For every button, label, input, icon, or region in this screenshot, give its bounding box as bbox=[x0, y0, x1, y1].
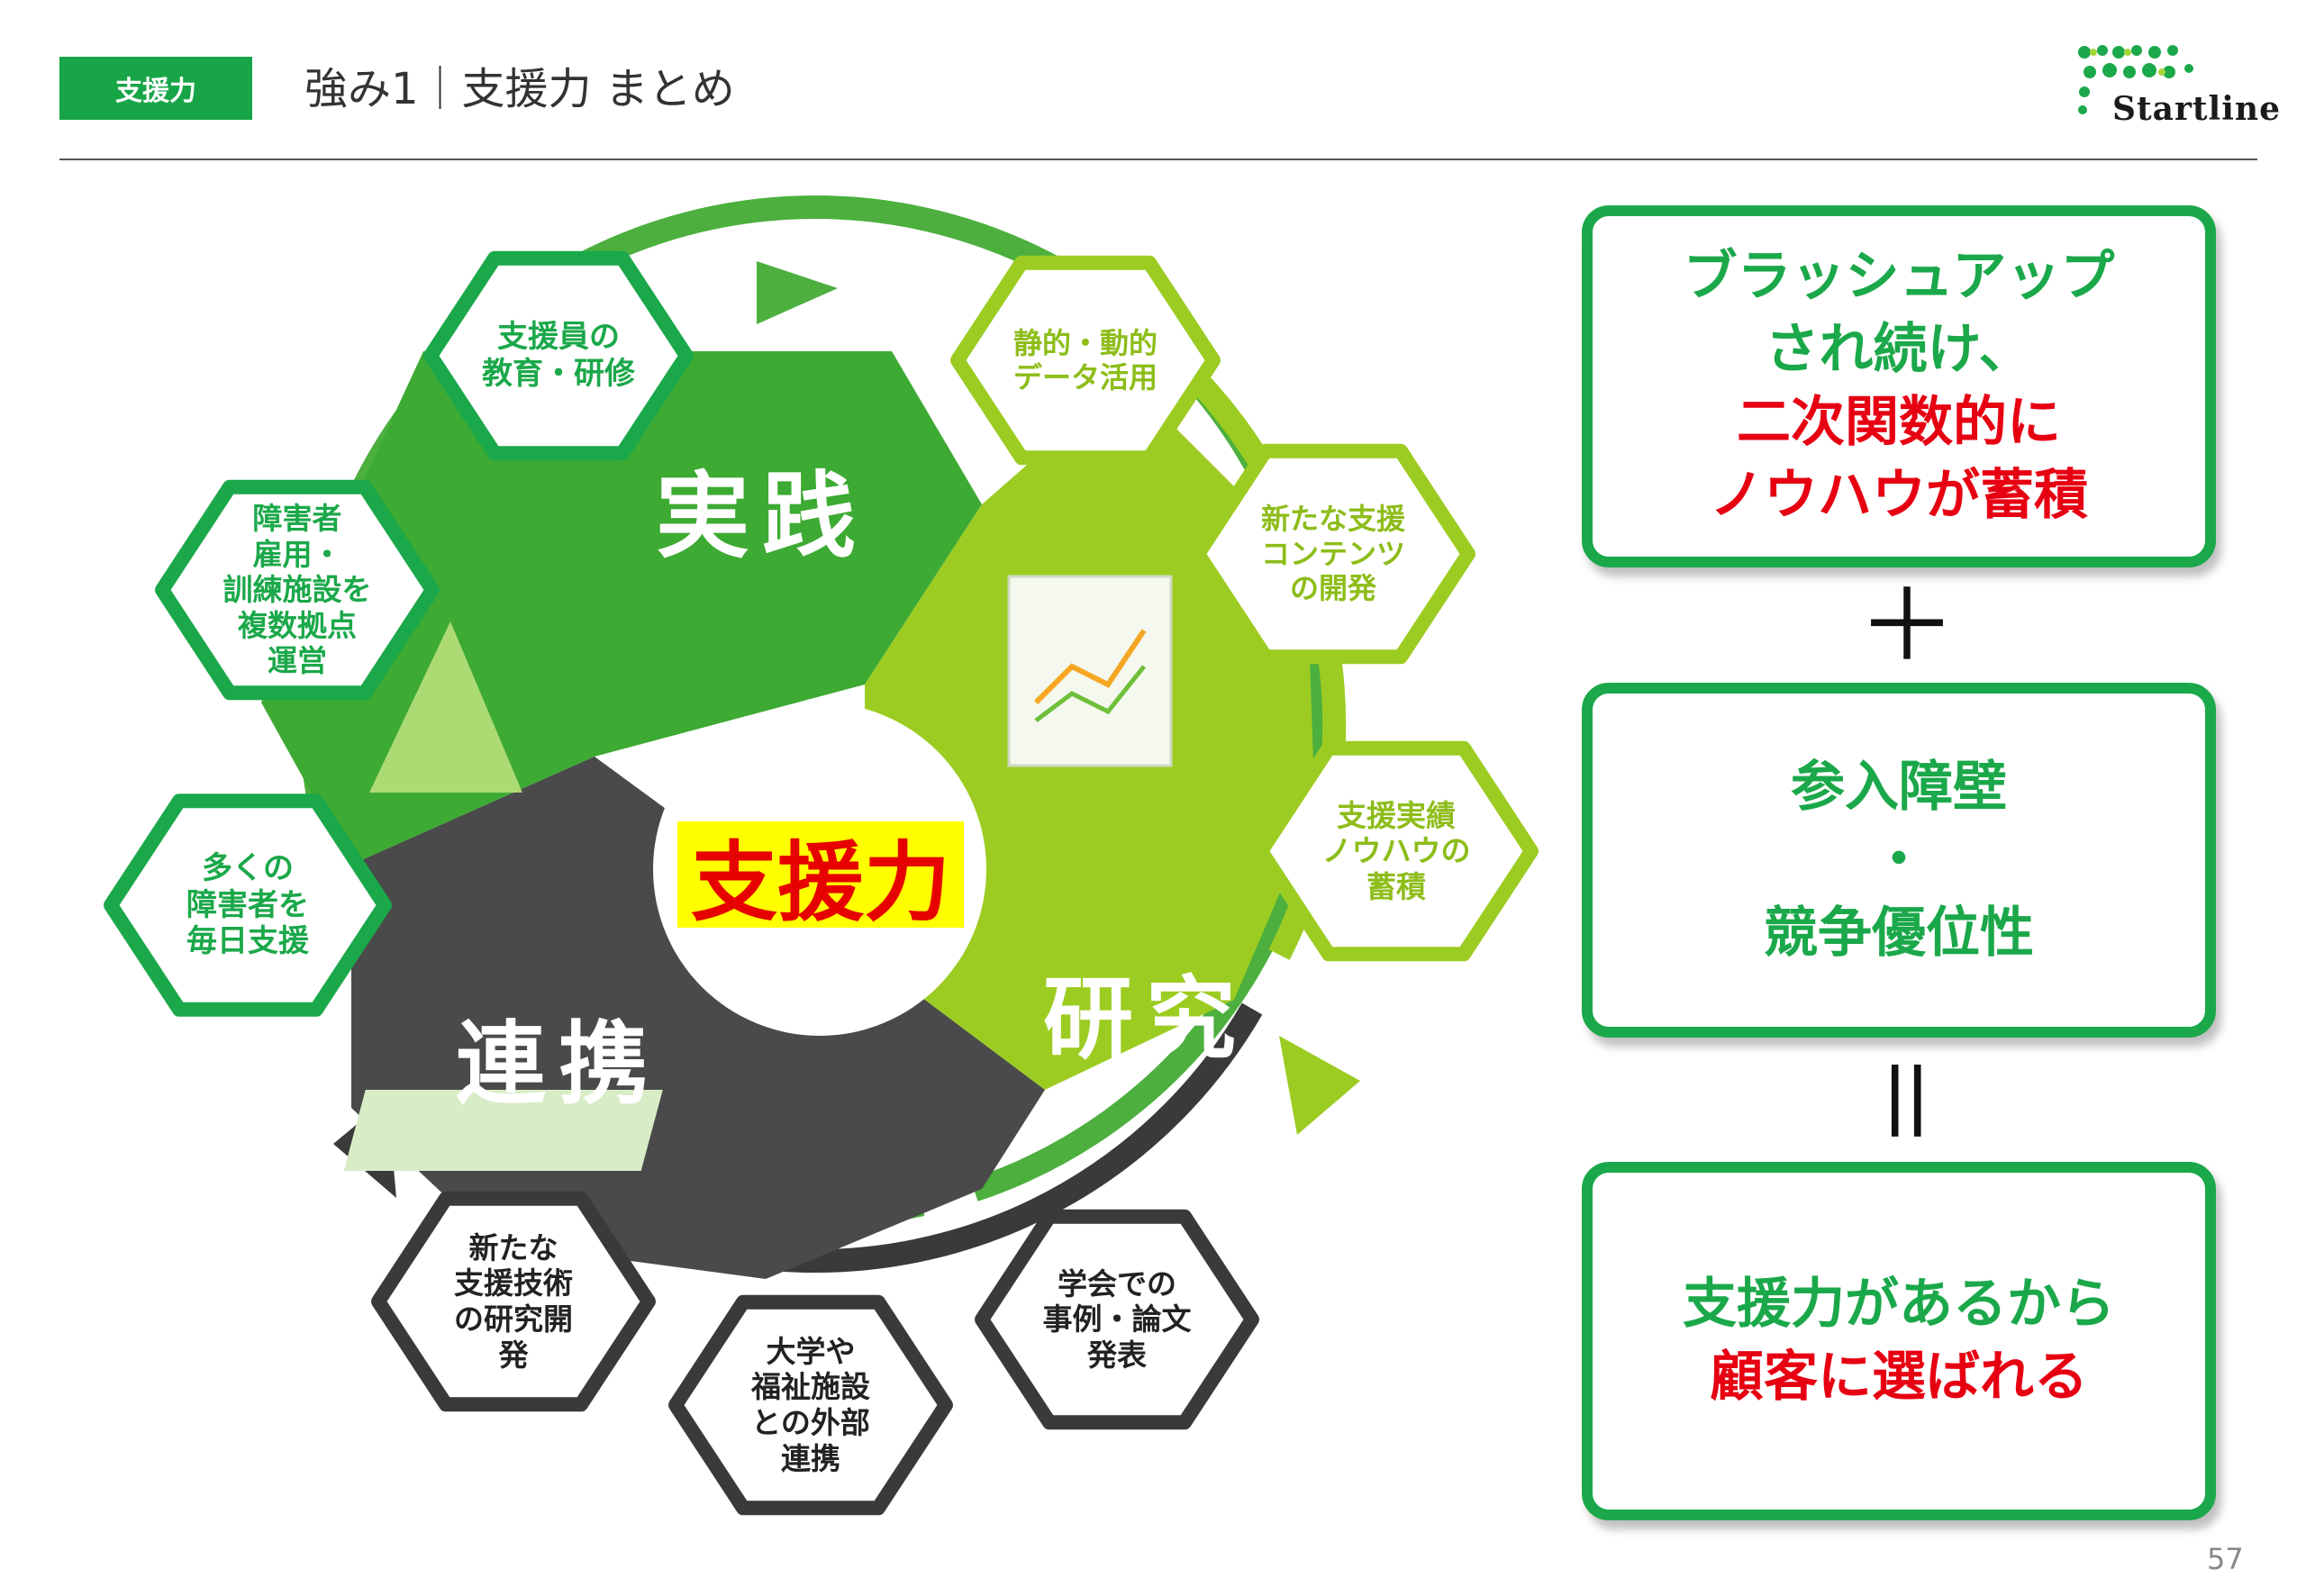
box1-line1: ブラッシュアップ bbox=[1683, 245, 2115, 308]
box3-line1: 支援力があるから bbox=[1683, 1273, 2115, 1336]
header-divider bbox=[59, 159, 2257, 160]
summary-box-know-how: ブラッシュアップ され続け、 二次関数的に ノウハウが蓄積 bbox=[1582, 205, 2216, 567]
desk-illustration bbox=[343, 1090, 663, 1171]
pyramid-illustration bbox=[369, 621, 522, 793]
box1-line4: ノウハウが蓄積 bbox=[1710, 464, 2088, 527]
hexagon-label-1: 支援員の 教育・研修 bbox=[481, 319, 635, 392]
hexagon-label-4: 静的・動的 データ活用 bbox=[1012, 325, 1158, 394]
summary-box-barrier: 参入障壁 ・ 競争優位性 bbox=[1582, 683, 2216, 1038]
hexagon-label-5: 新たな支援 コンテンツ の開発 bbox=[1260, 502, 1405, 606]
label-collaboration: 連携 bbox=[456, 1011, 661, 1117]
label-practice: 実践 bbox=[656, 461, 869, 571]
page-title: 強み1｜支援力 まとめ bbox=[304, 64, 735, 114]
hexagon-4 bbox=[950, 255, 1221, 466]
hexagon-label-3: 多くの 障害者を 毎日支援 bbox=[186, 849, 309, 960]
hexagon-5 bbox=[1191, 443, 1475, 665]
summary-box-chosen: 支援力があるから 顧客に選ばれる bbox=[1582, 1162, 2216, 1520]
hexagon-3 bbox=[104, 793, 392, 1017]
hexagon-label-6: 支援実績 ノウハウの 蓄積 bbox=[1321, 797, 1471, 904]
label-research: 研究 bbox=[1043, 966, 1248, 1072]
page-number: 57 bbox=[2207, 1542, 2244, 1576]
hexagon-label-7: 学会での 事例・論文 発表 bbox=[1042, 1265, 1192, 1373]
equals-sign: ＝ bbox=[1845, 1051, 1960, 1150]
support-cycle-diagram bbox=[104, 195, 1539, 1516]
hexagon-label-9: 新たな 支援技術 の研究開 発 bbox=[454, 1229, 573, 1373]
hexagon-6 bbox=[1254, 740, 1539, 962]
hexagon-1 bbox=[423, 250, 694, 461]
box3-line2: 顧客に選ばれる bbox=[1710, 1346, 2088, 1409]
chart-line bbox=[1033, 629, 1147, 705]
hexagon-9 bbox=[371, 1191, 656, 1412]
box1-line2: され続け、 bbox=[1765, 318, 2033, 381]
chart-line-2 bbox=[1034, 665, 1146, 722]
hexagon-2 bbox=[155, 479, 440, 701]
logo-wordmark: Startline bbox=[2112, 90, 2281, 128]
startline-logo-icon bbox=[2078, 45, 2193, 114]
box2-line3: 競争優位性 bbox=[1764, 901, 2034, 965]
box1-line3: 二次関数的に bbox=[1737, 391, 2061, 454]
arrow-head-right bbox=[1279, 1036, 1360, 1135]
hexagon-label-2: 障害者 雇用・ 訓練施設を 複数拠点 運営 bbox=[222, 501, 372, 679]
arrow-head-top bbox=[757, 261, 838, 324]
hexagon-7 bbox=[975, 1209, 1259, 1430]
center-label: 支援力 bbox=[677, 821, 964, 933]
hexagon-label-8: 大学や 福祉施設 との外部 連携 bbox=[751, 1333, 870, 1476]
box2-line1: 参入障壁 bbox=[1791, 755, 2007, 819]
section-tag: 支援力 bbox=[59, 57, 252, 120]
presentation-board bbox=[1007, 575, 1173, 767]
box2-line2: ・ bbox=[1872, 828, 1926, 892]
hexagon-8 bbox=[668, 1294, 953, 1516]
plus-sign: ＋ bbox=[1857, 568, 1956, 684]
